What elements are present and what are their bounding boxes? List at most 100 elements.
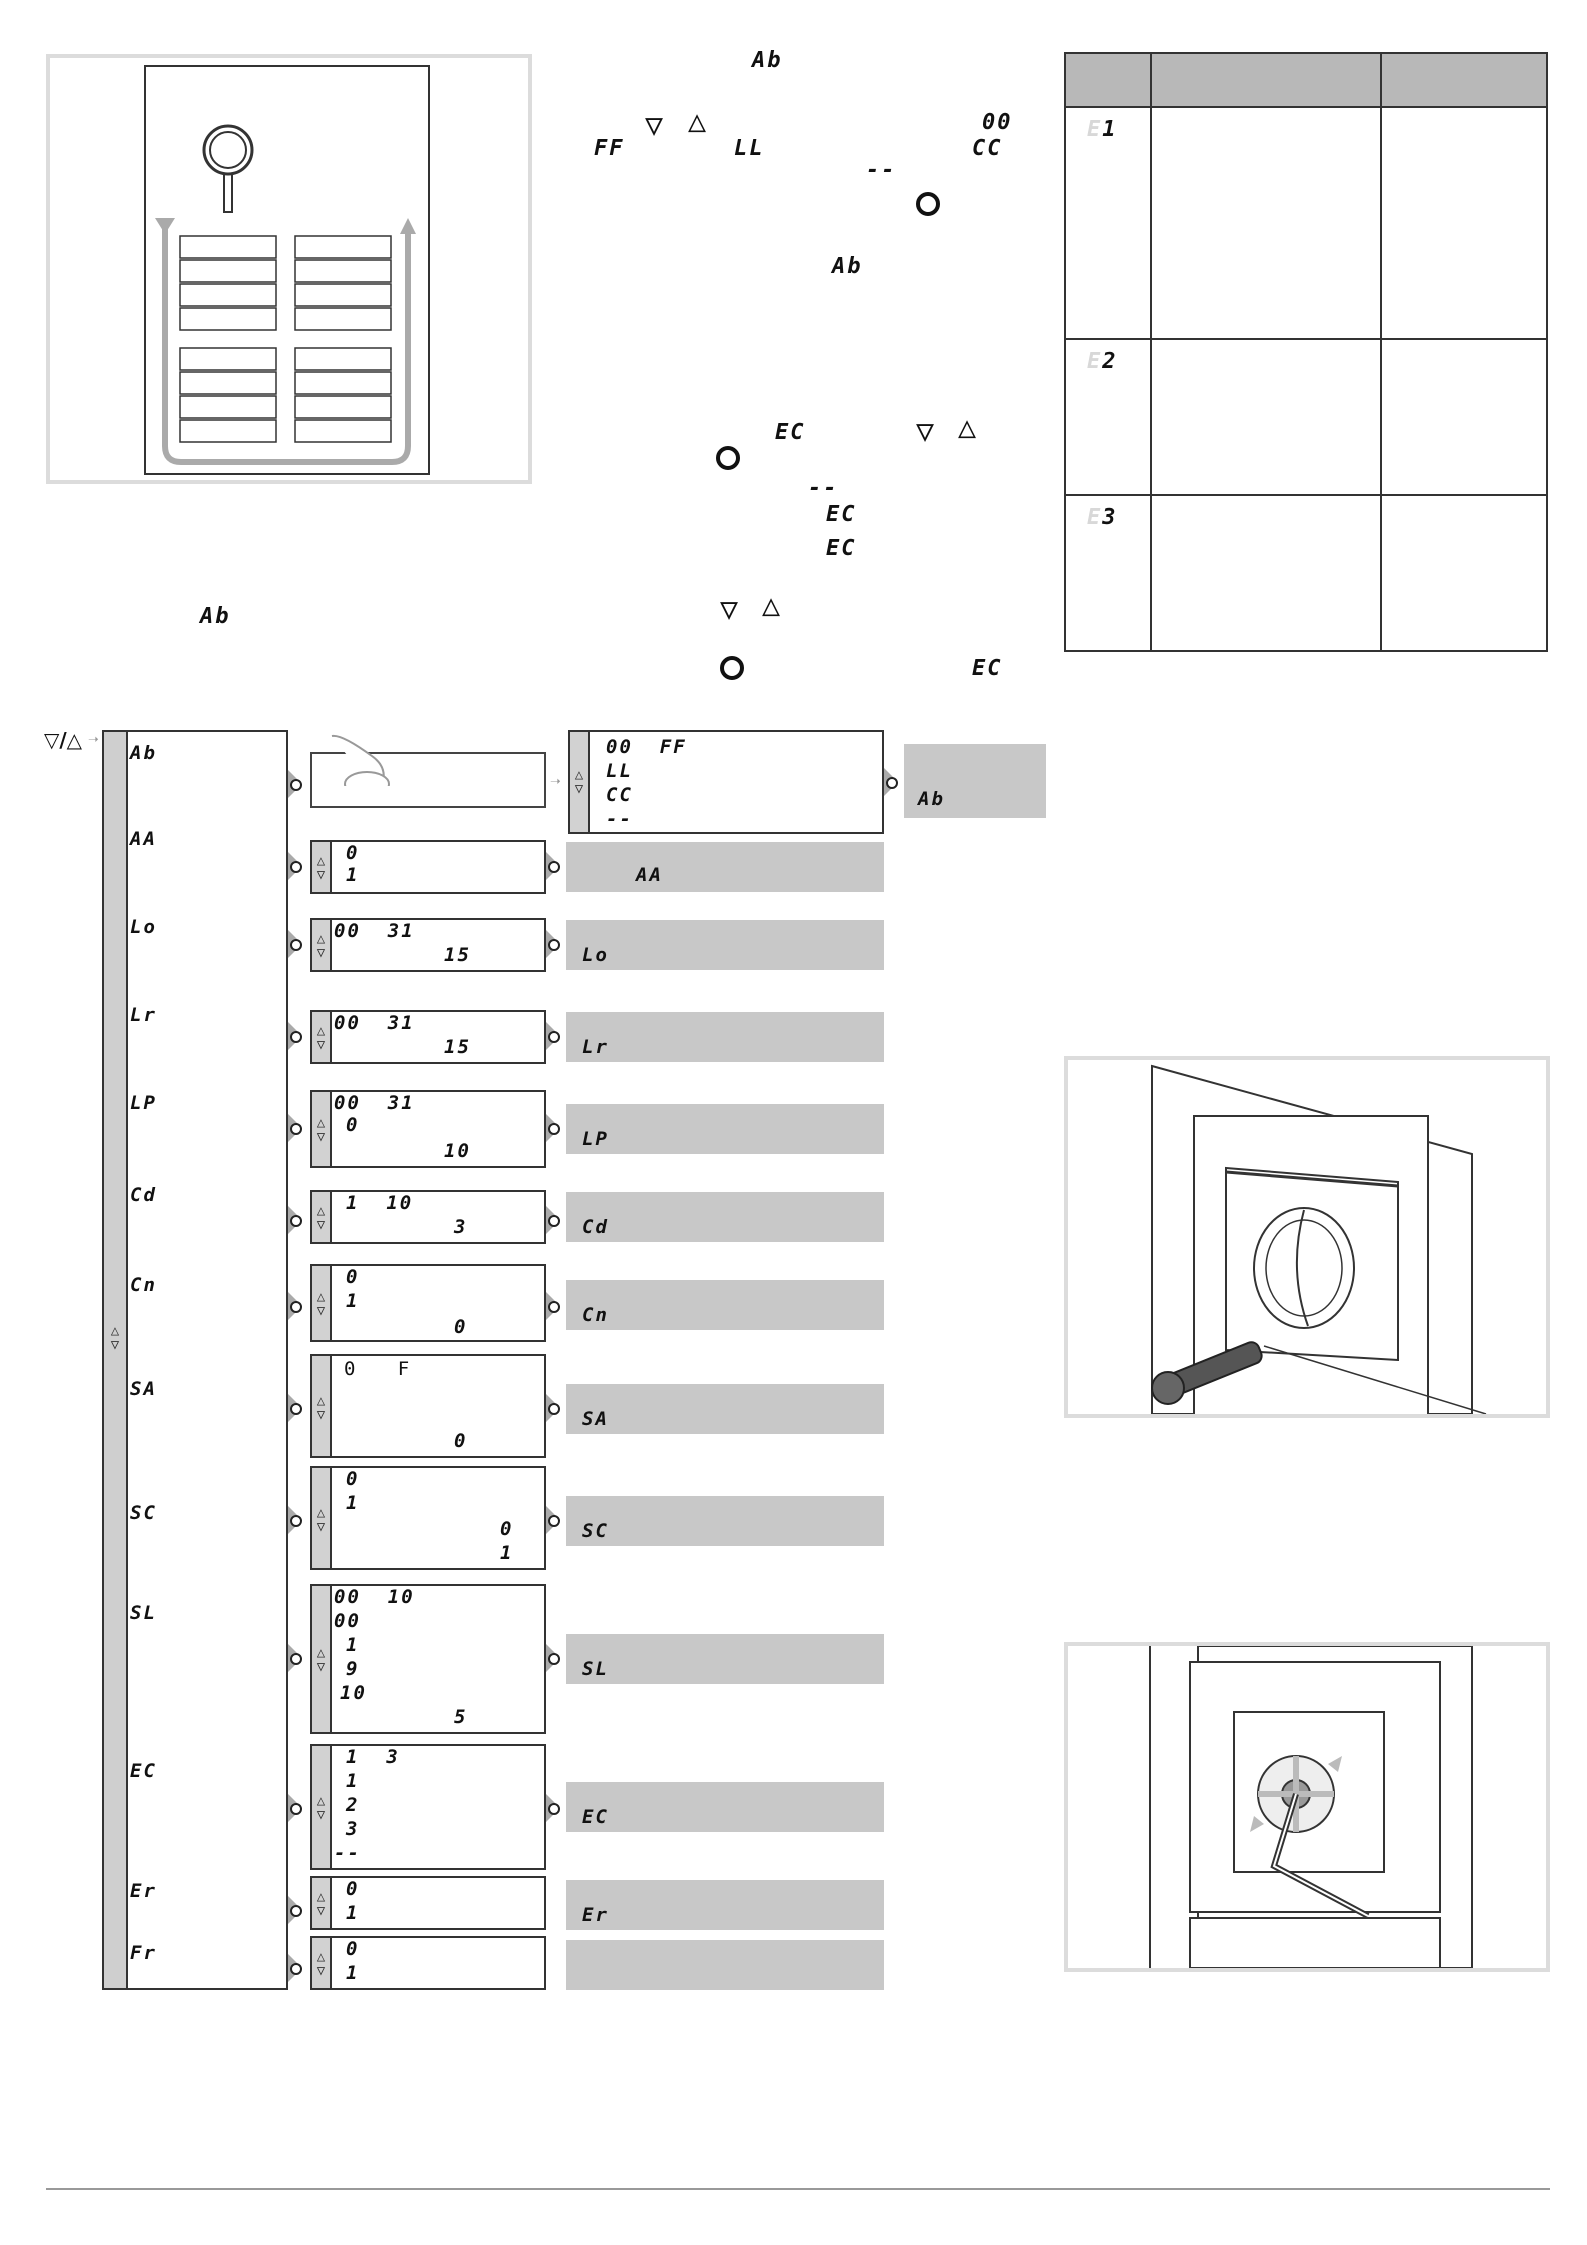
menu-column: △▽ [102,730,288,1990]
sl-result-label: SL [582,1658,609,1680]
ok-dot-icon [290,1215,302,1227]
er-line2: 1 [346,1902,360,1924]
up-down-arrows-icon: △▽ [574,767,584,797]
lp-options-box: △▽ [310,1090,546,1168]
up-down-arrows-icon: △▽ [316,1949,326,1979]
menu-item-fr[interactable]: Fr [130,1942,157,1964]
menu-item-lr[interactable]: Lr [130,1004,157,1026]
cn-line2: 1 [346,1290,360,1312]
ab-opt-line4: -- [606,808,633,830]
sc-line2: 1 [346,1492,360,1514]
lp-line1: 00 31 [334,1092,415,1114]
ok-dot-icon [886,777,898,789]
ab-options-box: △▽ [568,730,884,834]
down-triangle-icon: ▽ [916,414,935,449]
up-down-arrows-icon: △▽ [316,1793,326,1823]
table-header-cell [1380,52,1548,108]
fr-result-panel [566,1940,884,1990]
options-scroll-strip: △▽ [312,1092,332,1166]
sl-line3: 1 [346,1634,360,1656]
ok-dot-icon [290,1301,302,1313]
ec-line2: 1 [346,1770,360,1792]
ab-label-mid: Ab [832,254,863,279]
ok-dot-icon [290,861,302,873]
sc-options-box: △▽ [310,1466,546,1570]
ok-dot-icon [548,1803,560,1815]
ok-dot-icon [548,1031,560,1043]
entry-arrows-icon: ▽/△ [44,728,83,752]
ok-dot-icon [548,1301,560,1313]
sc-default1: 0 [500,1518,514,1540]
aa-result-label: AA [636,864,663,886]
press-key-box [310,734,546,808]
up-triangle-icon: △ [958,410,977,445]
menu-item-ec[interactable]: EC [130,1760,157,1782]
menu-scroll-strip: △▽ [104,732,128,1988]
menu-item-er[interactable]: Er [130,1880,157,1902]
sa-result-label: SA [582,1408,609,1430]
dashes-label-2: -- [808,476,839,501]
options-scroll-strip: △▽ [312,1356,332,1456]
table-code-cell: E3 [1064,494,1152,652]
aa-line1: 0 [346,842,360,864]
er-options-box: △▽ [310,1876,546,1930]
lr-result-panel [566,1012,884,1062]
cd-result-panel [566,1192,884,1242]
er-result-panel [566,1880,884,1930]
footer-divider [46,2188,1550,2190]
up-down-arrows-icon: △▽ [316,1023,326,1053]
lp-line2: 0 [346,1114,360,1136]
menu-item-cd[interactable]: Cd [130,1184,157,1206]
options-scroll-strip: △▽ [312,1938,332,1988]
sl-line1: 00 10 [334,1586,415,1608]
fr-line2: 1 [346,1962,360,1984]
ok-dot-icon [290,1031,302,1043]
up-triangle-icon: △ [688,104,707,139]
up-down-arrows-icon: △▽ [316,1289,326,1319]
sc-result-panel [566,1496,884,1546]
table-header-cell [1064,52,1152,108]
menu-item-sc[interactable]: SC [130,1502,157,1524]
lp-result-label: LP [582,1128,609,1150]
aa-options-box: △▽ [310,840,546,894]
ec-line3: 2 [346,1794,360,1816]
sc-line1: 0 [346,1468,360,1490]
ab-opt-line3: CC [606,784,633,806]
lr-line1: 00 31 [334,1012,415,1034]
lp-default: 10 [444,1140,471,1162]
ok-dot-icon [290,939,302,951]
menu-item-lo[interactable]: Lo [130,916,157,938]
down-triangle-icon: ▽ [645,108,664,143]
options-scroll-strip: △▽ [312,920,332,970]
ec-label-2: EC [826,502,857,527]
up-down-arrows-icon: △▽ [316,1203,326,1233]
cd-line1: 1 10 [346,1192,414,1214]
menu-item-ab[interactable]: Ab [130,742,157,764]
hex-key-illustration [1064,1642,1550,1972]
menu-item-sa[interactable]: SA [130,1378,157,1400]
er-line1: 0 [346,1878,360,1900]
up-down-arrows-icon: △▽ [316,1115,326,1145]
ok-circle-icon [720,656,744,680]
lr-options-box: △▽ [310,1010,546,1064]
menu-item-lp[interactable]: LP [130,1092,157,1114]
sc-default2: 1 [500,1542,514,1564]
aa-result-panel [566,842,884,892]
lo-options-box: △▽ [310,918,546,972]
ab-result-label: Ab [918,788,945,810]
ab-opt-line2: LL [606,760,633,782]
ok-dot-icon [290,1653,302,1665]
ok-dot-icon [548,1653,560,1665]
lo-line1: 00 31 [334,920,415,942]
ab-opt-line1: 00 FF [606,736,687,758]
menu-item-cn[interactable]: Cn [130,1274,157,1296]
lo-result-label: Lo [582,944,609,966]
cd-default: 3 [454,1216,468,1238]
ab-label-top: Ab [752,48,783,73]
options-scroll-strip: △▽ [312,1266,332,1340]
ec-result-panel [566,1782,884,1832]
menu-item-aa[interactable]: AA [130,828,157,850]
menu-item-sl[interactable]: SL [130,1602,157,1624]
ec-line4: 3 [346,1818,360,1840]
cn-options-box: △▽ [310,1264,546,1342]
